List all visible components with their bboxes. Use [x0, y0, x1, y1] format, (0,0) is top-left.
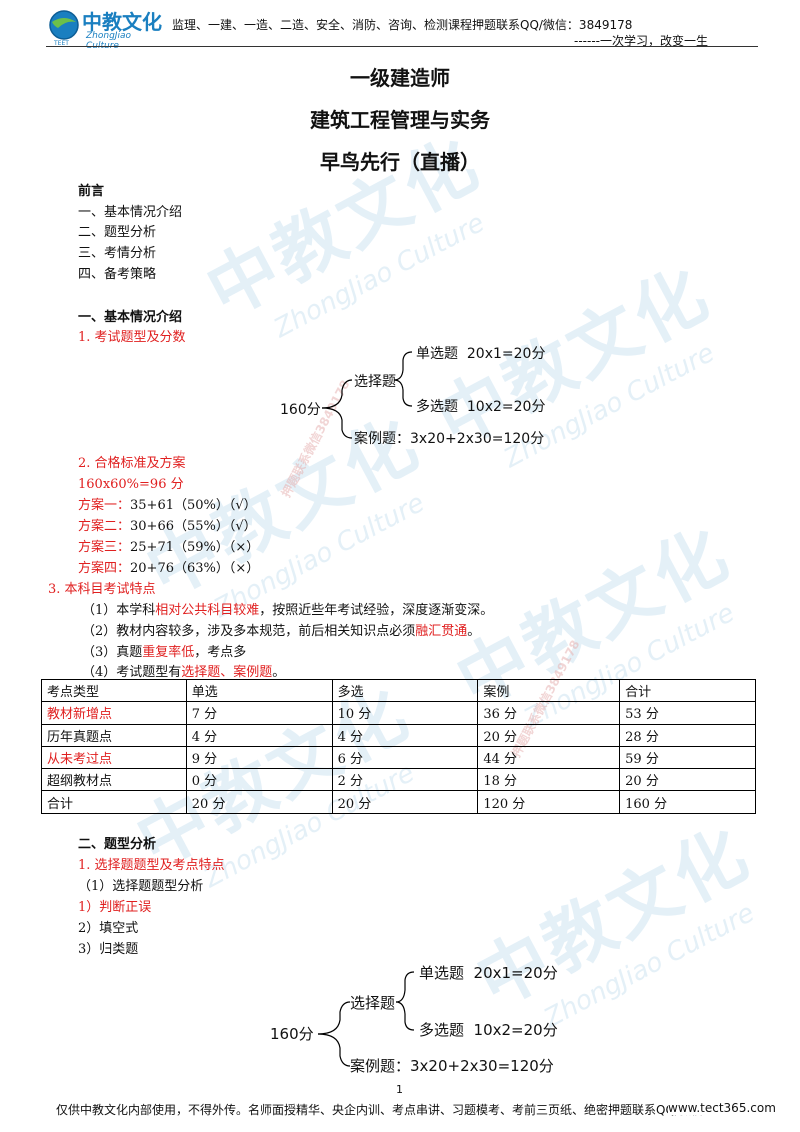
- section-2-item: 3）归类题: [78, 942, 139, 957]
- table-header-cell: 案例: [477, 678, 621, 703]
- plan-label: 方案三：: [78, 540, 131, 555]
- section-2-sub-1: 1. 选择题题型及考点特点: [78, 858, 225, 873]
- table-cell: 53 分: [619, 701, 756, 725]
- section-2-item: 2）填空式: [78, 921, 139, 936]
- table-cell: 4 分: [331, 723, 479, 747]
- table-cell: 20 分: [619, 768, 756, 792]
- tree-total: 160分: [270, 1025, 314, 1043]
- logo-globe-icon: [49, 10, 79, 40]
- section-1-sub-2: 2. 合格标准及方案: [78, 456, 186, 471]
- logo: 中教文化 ZhongJiao Culture TEET: [46, 8, 166, 51]
- feature-4: （4）考试题型有选择题、案例题。: [82, 665, 286, 680]
- preface-item: 二、题型分析: [78, 225, 157, 240]
- tree-choice: 选择题: [354, 374, 396, 390]
- tree-multi: 多选题 10x2=20分: [419, 1021, 558, 1039]
- preface-title: 前言: [78, 184, 105, 199]
- table-cell: 6 分: [331, 745, 479, 770]
- table-row: 合计 20 分 20 分 120 分 160 分: [41, 790, 756, 814]
- table-cell: 历年真题点: [41, 723, 187, 747]
- section-2-title: 二、题型分析: [78, 837, 157, 852]
- logo-en-text: ZhongJiao Culture: [86, 31, 131, 51]
- table-header-cell: 单选: [185, 678, 333, 703]
- table-row: 超纲教材点 0 分 2 分 18 分 20 分: [41, 768, 756, 792]
- logo-sub-text: TEET: [54, 40, 69, 47]
- table-cell: 20 分: [477, 723, 621, 747]
- preface-item: 四、备考策略: [78, 267, 157, 282]
- logo-cn-text: 中教文化: [82, 10, 162, 34]
- table-row: 历年真题点 4 分 4 分 20 分 28 分: [41, 723, 756, 747]
- table-cell: 合计: [41, 790, 187, 814]
- plan-label: 方案四：: [78, 561, 131, 576]
- table-header-cell: 考点类型: [41, 678, 187, 703]
- section-2-item: 1）判断正误: [78, 900, 152, 915]
- table-cell: 20 分: [331, 790, 479, 814]
- doc-title-2: 建筑工程管理与实务: [310, 108, 490, 132]
- table-row: 教材新增点 7 分 10 分 36 分 53 分: [41, 701, 756, 725]
- header-divider: [46, 46, 758, 47]
- table-cell: 2 分: [331, 768, 479, 792]
- tree-total: 160分: [280, 402, 321, 418]
- table-cell: 10 分: [331, 701, 479, 725]
- section-1-sub-3: 3. 本科目考试特点: [48, 582, 156, 597]
- feature-2: （2）教材内容较多，涉及多本规范，前后相关知识点必须融汇贯通。: [82, 624, 481, 639]
- doc-title-1: 一级建造师: [350, 66, 450, 90]
- section-1-title: 一、基本情况介绍: [78, 310, 183, 325]
- table-cell: 36 分: [477, 701, 621, 725]
- page-number: 1: [396, 1083, 403, 1096]
- plan-row: 方案二：30+66（55%）（√）: [78, 515, 257, 534]
- table-cell: 教材新增点: [41, 701, 187, 725]
- table-cell: 28 分: [619, 723, 756, 747]
- tree-brackets: [321, 351, 413, 439]
- table-cell: 0 分: [185, 768, 333, 792]
- table-header-cell: 合计: [619, 678, 756, 703]
- score-table: 考点类型 单选 多选 案例 合计 教材新增点 7 分 10 分 36 分 53 …: [41, 678, 756, 814]
- footer-text: 仅供中教文化内部使用，不得外传。名师面授精华、央企内训、考点串讲、习题模考、考前…: [56, 1103, 769, 1117]
- table-cell: 7 分: [185, 701, 333, 725]
- plan-label: 方案一：: [78, 498, 131, 513]
- doc-title-3: 早鸟先行（直播）: [320, 150, 480, 174]
- table-cell: 59 分: [619, 745, 756, 770]
- preface-item: 一、基本情况介绍: [78, 205, 183, 220]
- header-banner: 监理、一建、一造、二造、安全、消防、咨询、检测课程押题联系QQ/微信：38491…: [172, 18, 633, 32]
- footer-site: www.tect365.com: [668, 1101, 776, 1115]
- table-cell: 超纲教材点: [41, 768, 187, 792]
- feature-1: （1）本学科相对公共科目较难，按照近些年考试经验，深度逐渐变深。: [82, 603, 494, 618]
- plan-row: 方案三：25+71（59%）（×）: [78, 536, 259, 555]
- table-cell: 120 分: [477, 790, 621, 814]
- plan-value: 35+61（50%）（√）: [130, 498, 257, 513]
- plan-label: 方案二：: [78, 519, 131, 534]
- tree-multi: 多选题 10x2=20分: [416, 399, 546, 415]
- plan-value: 20+76（63%）（×）: [130, 561, 260, 576]
- score-tree: 160分 选择题 单选题 20x1=20分 多选题 10x2=20分 案例题：3…: [262, 958, 582, 1080]
- table-cell: 18 分: [477, 768, 621, 792]
- table-cell: 160 分: [619, 790, 756, 814]
- table-cell: 9 分: [185, 745, 333, 770]
- pass-line: 160x60%=96 分: [78, 477, 184, 492]
- table-header-cell: 多选: [331, 678, 479, 703]
- plan-row: 方案一：35+61（50%）（√）: [78, 494, 257, 513]
- table-row: 从未考过点 9 分 6 分 44 分 59 分: [41, 745, 756, 770]
- tree-brackets: [317, 971, 415, 1067]
- tree-case: 案例题：3x20+2x30=120分: [354, 431, 545, 447]
- table-cell: 4 分: [185, 723, 333, 747]
- plan-value: 25+71（59%）（×）: [130, 540, 260, 555]
- table-header-row: 考点类型 单选 多选 案例 合计: [41, 678, 756, 703]
- tree-single: 单选题 20x1=20分: [419, 964, 558, 982]
- header-slogan: ------一次学习，改变一生: [574, 34, 708, 48]
- plan-value: 30+66（55%）（√）: [130, 519, 257, 534]
- table-cell: 20 分: [185, 790, 333, 814]
- feature-3: （3）真题重复率低，考点多: [82, 645, 247, 660]
- section-1-sub-1: 1. 考试题型及分数: [78, 330, 186, 345]
- table-cell: 从未考过点: [41, 745, 187, 770]
- plan-row: 方案四：20+76（63%）（×）: [78, 557, 259, 576]
- score-tree: 160分 选择题 单选题 20x1=20分 多选题 10x2=20分 案例题：3…: [270, 340, 570, 450]
- tree-case: 案例题：3x20+2x30=120分: [350, 1057, 554, 1075]
- tree-choice: 选择题: [350, 994, 396, 1012]
- table-cell: 44 分: [477, 745, 621, 770]
- tree-single: 单选题 20x1=20分: [416, 346, 546, 362]
- preface-item: 三、考情分析: [78, 246, 157, 261]
- section-2-para: （1）选择题题型分析: [78, 879, 204, 894]
